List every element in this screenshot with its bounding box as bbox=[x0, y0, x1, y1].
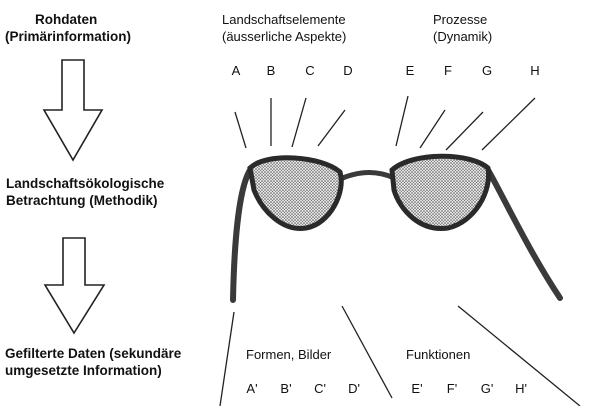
ray-f bbox=[420, 110, 445, 148]
processes-subheading: (Dynamik) bbox=[433, 29, 492, 44]
input-letter-g: G bbox=[477, 63, 497, 78]
ray-out-left bbox=[220, 312, 234, 406]
output-letter-c: C' bbox=[310, 381, 330, 396]
input-letter-a: A bbox=[226, 63, 246, 78]
input-letter-c: C bbox=[300, 63, 320, 78]
glasses-icon bbox=[233, 156, 560, 300]
arrow-down-icon bbox=[44, 60, 102, 160]
output-letter-g: G' bbox=[477, 381, 497, 396]
arrow-down-icon bbox=[45, 238, 104, 333]
output-letter-d: D' bbox=[344, 381, 364, 396]
output-letter-h: H' bbox=[511, 381, 531, 396]
ray-e bbox=[396, 96, 408, 146]
input-letter-f: F bbox=[438, 63, 458, 78]
method-sublabel: Betrachtung (Methodik) bbox=[6, 193, 158, 208]
filtered-data-label: Gefilterte Daten (sekundäre bbox=[5, 346, 181, 361]
input-letter-b: B bbox=[261, 63, 281, 78]
functions-label: Funktionen bbox=[406, 347, 470, 362]
input-letter-d: D bbox=[338, 63, 358, 78]
raw-data-sublabel: (Primärinformation) bbox=[5, 29, 131, 44]
ray-a bbox=[235, 112, 246, 148]
ray-g bbox=[446, 112, 483, 150]
input-letter-e: E bbox=[400, 63, 420, 78]
raw-data-label: Rohdaten bbox=[35, 12, 97, 27]
output-letter-a: A' bbox=[242, 381, 262, 396]
output-letter-b: B' bbox=[276, 381, 296, 396]
landscape-elements-heading: Landschaftselemente bbox=[222, 12, 346, 27]
output-letter-f: F' bbox=[442, 381, 462, 396]
method-label: Landschaftsökologische bbox=[6, 176, 164, 191]
ray-c bbox=[292, 98, 306, 147]
ray-h bbox=[482, 98, 535, 150]
input-rays bbox=[235, 96, 535, 150]
ray-d bbox=[318, 110, 345, 146]
processes-heading: Prozesse bbox=[433, 12, 487, 27]
filtered-data-sublabel: umgesetzte Information) bbox=[5, 363, 162, 378]
input-letter-h: H bbox=[525, 63, 545, 78]
output-letter-e: E' bbox=[407, 381, 427, 396]
forms-images-label: Formen, Bilder bbox=[246, 347, 331, 362]
landscape-elements-subheading: (äusserliche Aspekte) bbox=[222, 29, 346, 44]
